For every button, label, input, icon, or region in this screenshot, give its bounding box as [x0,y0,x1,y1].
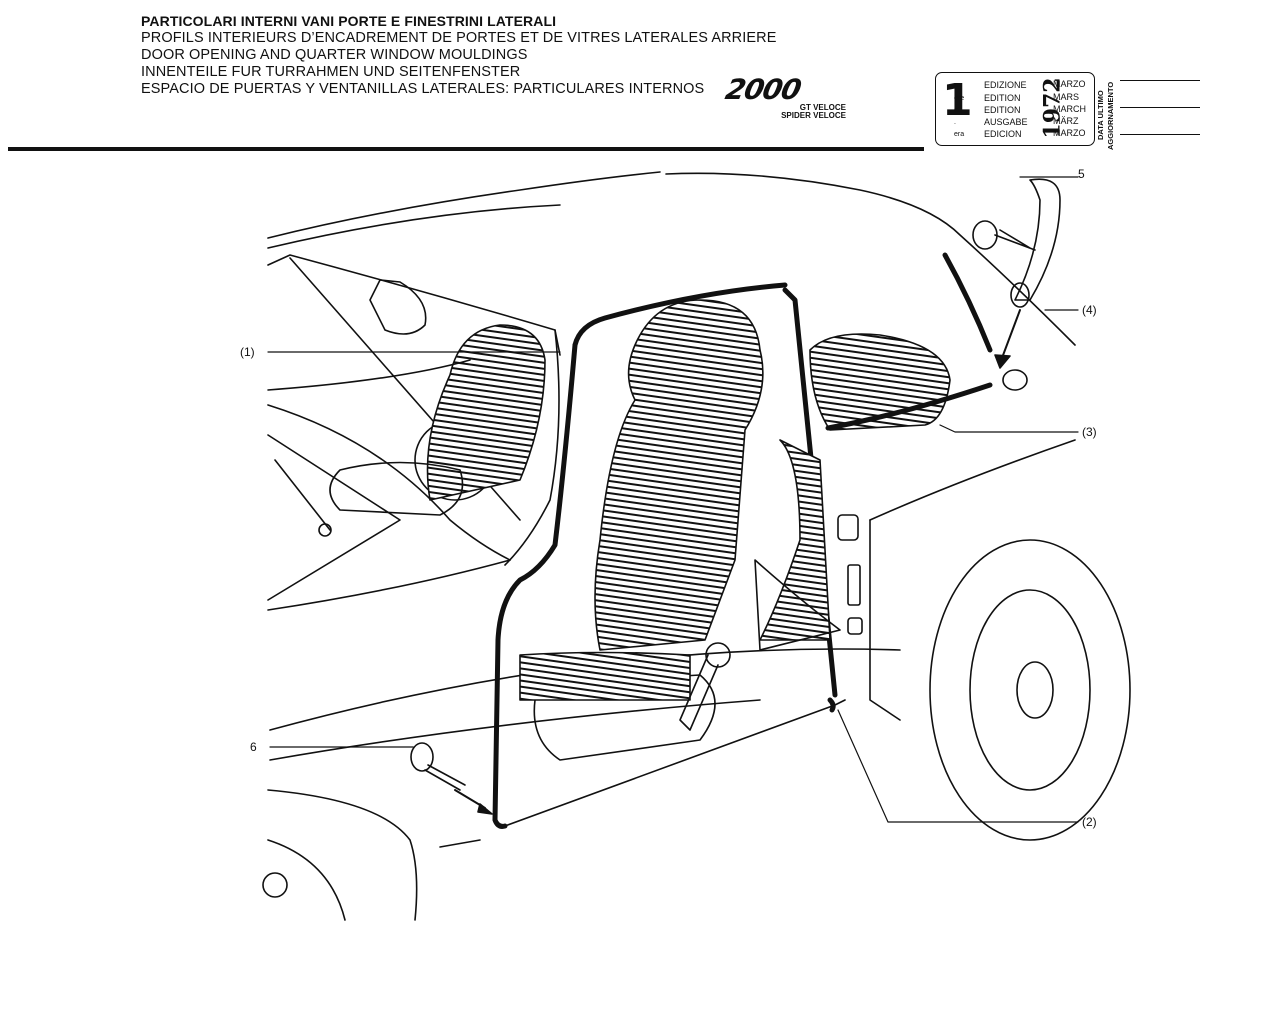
far-seat-cushion [329,461,464,516]
front-wheel-arch [267,839,346,921]
rear-wheel-rim [969,589,1091,791]
main-seat-backrest [594,299,764,651]
door-check-slot [847,564,861,606]
seat-adjuster-lever [679,654,719,731]
door-sill [504,699,846,827]
title-german: INNENTEILE FUR TURRAHMEN UND SEITENFENST… [141,64,521,80]
update-line [1120,80,1200,81]
roof-inner-line [267,204,561,249]
edition-box: 1 a ere st . era EDIZIONE EDITION EDITIO… [935,72,1095,146]
front-fender [267,789,418,921]
side-window-line [267,359,471,391]
part-5-screw-thread [994,229,1036,251]
rear-roof-line [665,172,1076,346]
title-spanish: ESPACIO DE PUERTAS Y VENTANILLAS LATERAL… [141,81,705,97]
rear-wheel-arch [929,539,1131,841]
callout-4: (4) [1082,303,1097,317]
rear-wheel-hub [1016,661,1054,719]
edition-suffix: a [954,82,958,89]
edition-suffix: . [954,119,956,126]
part-6-screw-thread [424,764,466,791]
rear-window-moulding [942,252,993,353]
edition-month: MARS [1053,92,1080,102]
edition-word: EDITION [984,105,1021,115]
leader-line-2 [837,709,1079,823]
seat-adjuster-knob [705,642,731,668]
title-block: PARTICOLARI INTERNI VANI PORTE E FINESTR… [141,13,777,98]
edition-word: EDIZIONE [984,80,1027,90]
hood-edge [267,434,401,601]
model-variant-spider: SPIDER VELOCE [781,111,846,120]
edition-number: 1 [942,75,973,126]
lower-body-line [269,699,761,761]
edition-word: EDITION [984,93,1021,103]
hood-line [267,559,511,611]
model-variant-gt: GT VELOCE [799,103,846,112]
callout-5: 5 [1078,167,1085,181]
edition-suffix: ere [954,95,965,102]
rear-body-top [869,439,1076,521]
edition-month: MARZO [1053,79,1086,89]
update-line [1120,134,1200,135]
door-latch-striker [837,514,859,541]
gear-lever [274,459,331,531]
floor-mat [519,651,691,701]
part-4-clip [1010,282,1030,308]
title-french: PROFILS INTERIEURS D’ENCADREMENT DE PORT… [141,30,777,46]
a-pillar [504,329,560,566]
door-bumper [847,617,863,635]
title-english: DOOR OPENING AND QUARTER WINDOW MOULDING… [141,47,528,63]
callout-2: (2) [1082,815,1097,829]
quarter-window-moulding [825,382,993,431]
edition-word: AUSGABE [984,117,1028,127]
edition-word: EDICION [984,129,1022,139]
part-4-arrow [1001,309,1021,359]
part-5-moulding-end [1014,178,1061,301]
part-6-screw-head [410,742,434,772]
part-4-location [1002,369,1028,391]
roof-line [267,171,661,239]
front-wheel-hub [262,872,288,898]
door-frame-top-moulding [572,282,788,348]
edition-month: MARCH [1053,104,1086,114]
part-5-screw-head [972,220,998,250]
edition-month: MÄRZ [1053,116,1079,126]
rear-seat-side [759,439,831,641]
edition-month: MARZO [1053,128,1086,138]
header-divider [8,147,924,151]
rear-seat-cushion [754,559,841,651]
windshield-top [267,254,561,356]
gear-knob [318,523,332,537]
far-front-seat [426,324,546,501]
door-frame-front-moulding [492,342,578,829]
callout-6: 6 [250,740,257,754]
rear-view-mirror [369,279,427,335]
rear-body-edge [869,519,901,721]
leader-line-3 [939,424,1079,433]
edition-suffix: era [954,131,965,138]
model-logo: 2000 GT VELOCE SPIDER VELOCE [723,73,852,122]
title-italian: PARTICOLARI INTERNI VANI PORTE E FINESTR… [141,13,557,29]
callout-3: (3) [1082,425,1097,439]
door-bottom-trim [439,839,481,848]
edition-suffix: st [954,107,960,114]
callout-1: (1) [240,345,255,359]
update-line [1120,107,1200,108]
